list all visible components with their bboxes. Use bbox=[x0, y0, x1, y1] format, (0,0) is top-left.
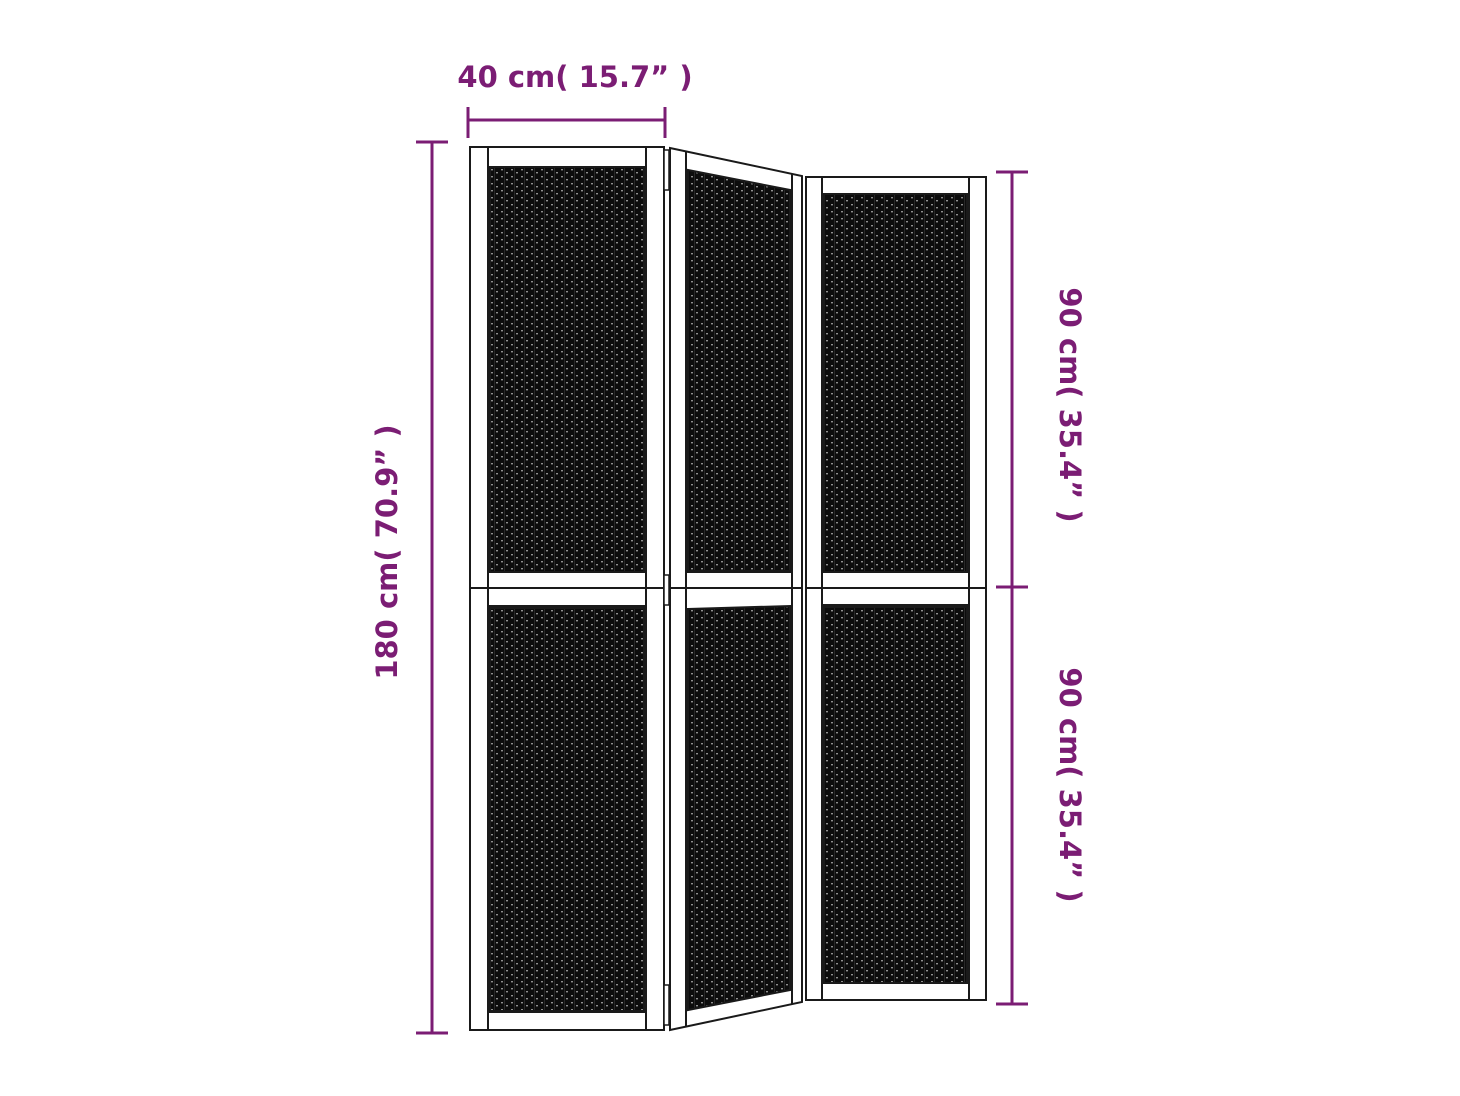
lower-section-label: 90 cm( 35.4” ) bbox=[1053, 667, 1087, 902]
hinge-middle bbox=[663, 574, 670, 606]
upper-section-label: 90 cm( 35.4” ) bbox=[1053, 287, 1087, 522]
panel-left-lower-weave bbox=[489, 607, 645, 1012]
height-dimension bbox=[416, 140, 448, 1035]
screen-panel-right bbox=[805, 176, 987, 1001]
panel-middle-lower-weave bbox=[687, 604, 791, 1012]
section-dimension bbox=[996, 170, 1028, 1006]
panel-right-upper-weave bbox=[823, 193, 968, 573]
screen-panel-left bbox=[469, 146, 665, 1031]
width-dimension bbox=[466, 107, 667, 138]
height-label: 180 cm( 70.9” ) bbox=[370, 424, 404, 679]
hinge-bottom bbox=[663, 984, 670, 1026]
width-label: 40 cm( 15.7” ) bbox=[457, 60, 692, 94]
panel-middle-upper-weave bbox=[687, 168, 791, 572]
panel-right-lower-weave bbox=[823, 606, 968, 984]
screen-panel-middle bbox=[669, 146, 803, 1032]
hinge-top bbox=[663, 149, 670, 191]
panel-left-upper-weave bbox=[489, 166, 645, 573]
